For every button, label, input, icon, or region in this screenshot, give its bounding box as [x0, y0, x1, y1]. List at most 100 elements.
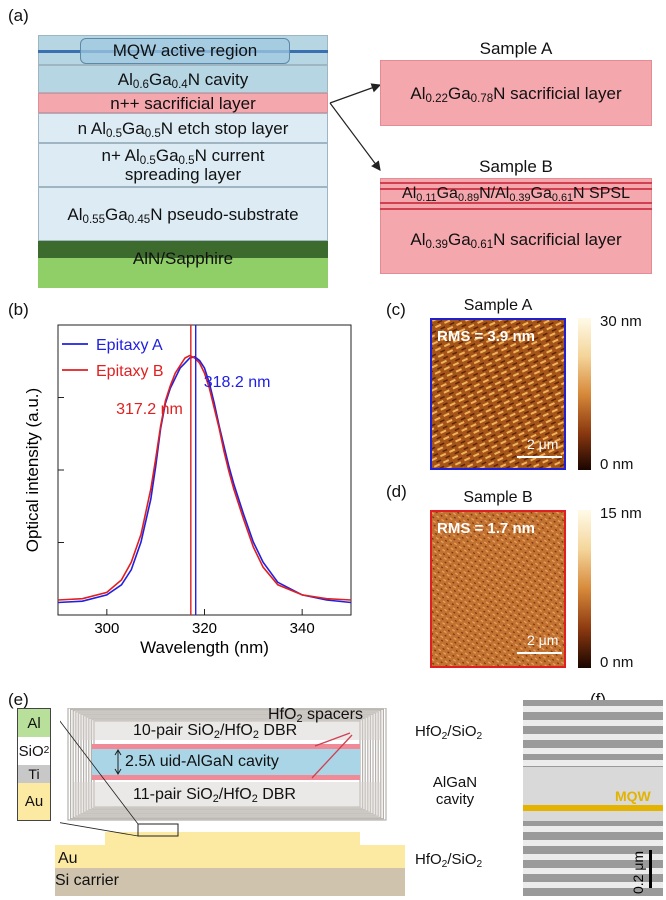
peak-label: 317.2 nm [116, 401, 183, 418]
dbr-pair-outline [67, 708, 387, 821]
inset-au: Au [18, 783, 50, 820]
sample-a-layer: Al0.22Ga0.78N sacrificial layer [380, 60, 652, 126]
spacer-pointer-2 [311, 734, 353, 779]
panel-label-d: (d) [386, 482, 407, 501]
cavity-arrow-bottom [114, 768, 122, 775]
y-axis-label: Optical intensity (a.u.) [23, 388, 42, 552]
tem-mqw-band [523, 805, 663, 811]
tem-band [523, 706, 663, 712]
x-tick-label: 340 [290, 620, 315, 637]
afm-a-cbar-max: 30 nm [600, 313, 642, 330]
afm-b-colorbar [578, 510, 591, 668]
afm-b-cbar-max: 15 nm [600, 505, 642, 522]
series-line [57, 355, 352, 604]
top-spacer [92, 744, 360, 749]
tem-band [523, 868, 663, 874]
aln-layer-dark [38, 241, 328, 258]
afm-b-image: RMS = 1.7 nm 2 μm [430, 510, 566, 668]
afm-a-scale-label: 2 μm [527, 436, 559, 452]
x-axis-label: Wavelength (nm) [140, 638, 269, 657]
inset-frame [17, 708, 51, 821]
afm-a-rms: RMS = 3.9 nm [437, 328, 535, 345]
top-dbr-fill [74, 710, 380, 740]
tem-top-label: HfO2/SiO2 [415, 723, 483, 742]
afm-a-image: RMS = 3.9 nm 2 μm [430, 318, 566, 470]
spsl-stripe-4 [380, 208, 652, 210]
afm-a-scale-bar [517, 456, 562, 458]
x-tick-label: 320 [192, 620, 217, 637]
cavity-arrow-top [114, 749, 122, 756]
tem-band [523, 882, 663, 888]
arrow-to-sample-b [329, 102, 381, 171]
afm-a-texture [432, 320, 564, 468]
bottom-dbr-fill [74, 782, 380, 818]
sample-b-spsl-label: Al0.11Ga0.89N/Al0.39Ga0.61N SPSL [402, 185, 630, 205]
afm-b-cbar-min: 0 nm [600, 654, 634, 671]
panel-label-a: (a) [8, 6, 29, 25]
tem-cavity-region [523, 767, 663, 821]
x-tick-label: 300 [94, 620, 119, 637]
afm-a-colorbar [578, 318, 591, 470]
sample-a-layer-label: Al0.22Ga0.78N sacrificial layer [410, 83, 622, 105]
pseudo-substrate-layer: Al0.55Ga0.45N pseudo-substrate [38, 187, 328, 241]
inset-line-1 [60, 720, 139, 825]
tem-band [523, 854, 663, 860]
sample-b-layer-label: Al0.39Ga0.61N sacrificial layer [410, 230, 622, 252]
sapphire-layer [38, 258, 328, 288]
afm-b-scale-label: 2 μm [527, 632, 559, 648]
au-layer [55, 845, 405, 868]
spsl-stripe-3 [380, 202, 652, 204]
tem-scale-bar [649, 850, 652, 888]
spacers-label: HfO2 spacers [268, 706, 363, 726]
afm-b-texture [432, 512, 564, 666]
tem-band [523, 720, 663, 726]
afm-a-cbar-min: 0 nm [600, 456, 634, 473]
spsl-stripe-1 [380, 182, 652, 184]
current-spreading-layer: n+ Al0.5Ga0.5N current spreading layer [38, 143, 328, 187]
mqw-active-region: MQW active region [80, 38, 290, 64]
tem-band [523, 760, 663, 766]
tem-image: MQW 0.2 μm [523, 700, 663, 896]
inset-al: Al [18, 709, 50, 737]
si-carrier [55, 868, 405, 896]
tem-bottom-label: HfO2/SiO2 [415, 851, 483, 870]
sample-b-layer [380, 178, 652, 274]
arrow-to-sample-a [329, 83, 382, 104]
cavity-layer-e [92, 749, 360, 775]
dbr-pair-outline [70, 708, 384, 820]
spsl-stripe-2 [380, 188, 652, 190]
dbr-structure [60, 708, 387, 837]
bottom-dbr-label: 11-pair SiO2/HfO2 DBR [133, 786, 296, 806]
cavity-layer-label: Al0.6Ga0.4N cavity [117, 69, 249, 91]
series-line [57, 354, 352, 601]
afm-b-scale-bar [517, 652, 562, 654]
cavity-e-label: 2.5λ uid-AlGaN cavity [125, 753, 279, 770]
panel-label-b: (b) [8, 300, 29, 319]
au-label: Au [58, 850, 78, 867]
inset-line-2 [60, 822, 139, 837]
top-dbr-label: 10-pair SiO2/HfO2 DBR [133, 722, 298, 742]
tem-band [523, 840, 663, 846]
etch-stop-layer: n Al0.5Ga0.5N etch stop layer [38, 113, 328, 143]
pseudo-substrate-label: Al0.55Ga0.45N pseudo-substrate [67, 204, 299, 226]
current-spreading-label-line1: n+ Al0.5Ga0.5N current [101, 146, 265, 168]
tem-band [523, 734, 663, 740]
legend-label: Epitaxy A [96, 337, 163, 354]
spacer-pointer-1 [314, 732, 351, 747]
etch-stop-label: n Al0.5Ga0.5N etch stop layer [77, 118, 289, 140]
sample-a-title: Sample A [479, 39, 553, 58]
panel-label-c: (c) [386, 300, 406, 319]
current-spreading-label-line2: spreading layer [124, 165, 242, 184]
sacrificial-layer: n++ sacrificial layer [38, 93, 328, 113]
tem-scale-label: 0.2 μm [630, 851, 646, 894]
substrate-label: AlN/Sapphire [132, 249, 234, 268]
sample-b-title: Sample B [479, 157, 553, 176]
tem-band [523, 748, 663, 754]
arrows-svg [329, 83, 382, 171]
legend-label: Epitaxy B [96, 363, 164, 380]
panel-label-e: (e) [8, 690, 29, 709]
tem-mqw-label: MQW [615, 788, 652, 804]
cavity-layer: Al0.6Ga0.4N cavity [38, 65, 328, 93]
